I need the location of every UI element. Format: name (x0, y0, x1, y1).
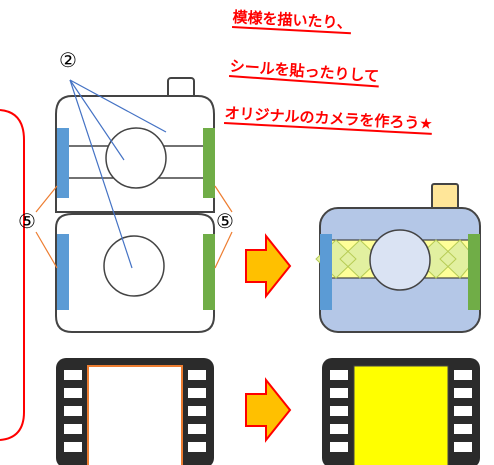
bottom-lens-circle (103, 235, 165, 297)
film-strip-finished (322, 358, 480, 465)
finished-lens (369, 229, 431, 291)
left-panel-bracket (0, 109, 25, 441)
arrow-right-top (245, 233, 292, 299)
film-window-empty (87, 365, 183, 465)
leader-line-5d (214, 231, 233, 269)
arrow-right-bottom (245, 377, 292, 443)
bottom-left-strap (57, 234, 69, 310)
film-window-yellow (353, 365, 449, 465)
leader-line-5a (35, 185, 58, 213)
label-number-5-right: ⑤ (216, 209, 234, 233)
finished-camera (315, 183, 481, 333)
label-number-2: ② (59, 48, 77, 72)
top-right-strap (203, 128, 215, 198)
top-lens-circle (105, 127, 167, 189)
leader-line-2b (69, 79, 167, 133)
leader-line-5b (35, 231, 58, 269)
leader-line-2c (69, 79, 133, 269)
bottom-right-strap (203, 234, 215, 310)
film-strip-template (56, 358, 214, 465)
leader-line-2a (69, 79, 125, 161)
finished-left-strap (320, 234, 332, 310)
top-left-strap (57, 128, 69, 198)
finished-right-strap (468, 234, 480, 310)
leader-line-5c (214, 185, 233, 213)
label-number-5-left: ⑤ (18, 209, 36, 233)
camera-template (35, 77, 233, 333)
